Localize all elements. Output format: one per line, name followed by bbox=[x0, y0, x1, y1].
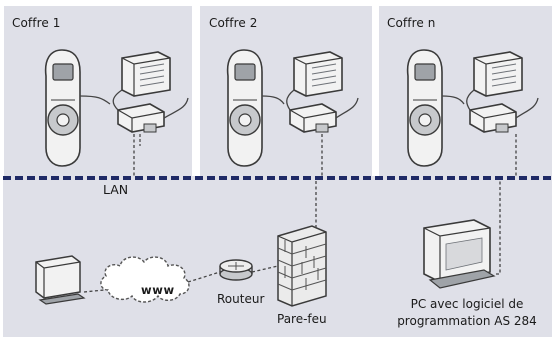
safe-devices-n bbox=[406, 49, 539, 167]
safe-panel-2 bbox=[200, 6, 372, 176]
programming-pc-icon bbox=[423, 219, 496, 289]
safe-title-n: Coffre n bbox=[387, 16, 436, 30]
pc-label-line-2: programmation AS 284 bbox=[397, 314, 537, 328]
safe-title-2: Coffre 2 bbox=[209, 16, 258, 30]
keypad-icon bbox=[406, 49, 443, 167]
router-label: Routeur bbox=[217, 292, 265, 306]
pc-label: PC avec logiciel de programmation AS 284 bbox=[386, 296, 548, 330]
link-pc-lan bbox=[496, 180, 501, 275]
remote-computer-icon bbox=[35, 255, 86, 305]
lan-label: LAN bbox=[103, 182, 129, 197]
cable bbox=[79, 89, 189, 119]
network-module-icon bbox=[469, 103, 517, 133]
internet-cloud bbox=[100, 256, 190, 303]
firewall-label: Pare-feu bbox=[277, 312, 327, 326]
safe-panel-n bbox=[379, 6, 552, 176]
internet-label: www bbox=[141, 283, 175, 297]
lock-unit-icon bbox=[473, 51, 523, 97]
lock-unit-icon bbox=[121, 51, 171, 97]
cable bbox=[261, 89, 359, 119]
keypad-icon bbox=[226, 49, 263, 167]
firewall-icon bbox=[277, 225, 327, 307]
safe-devices-1 bbox=[44, 49, 189, 167]
keypad-icon bbox=[44, 49, 81, 167]
lock-unit-icon bbox=[293, 51, 343, 97]
link-cloud-router bbox=[187, 271, 221, 283]
network-module-icon bbox=[289, 103, 337, 133]
router-icon bbox=[219, 259, 253, 281]
link-router-firewall bbox=[251, 265, 279, 273]
link-pc-cloud bbox=[83, 289, 105, 293]
pc-label-line-1: PC avec logiciel de bbox=[410, 297, 524, 311]
safe-devices-2 bbox=[226, 49, 359, 167]
network-module-icon bbox=[117, 103, 165, 133]
cable bbox=[441, 89, 539, 119]
safe-title-1: Coffre 1 bbox=[12, 16, 61, 30]
